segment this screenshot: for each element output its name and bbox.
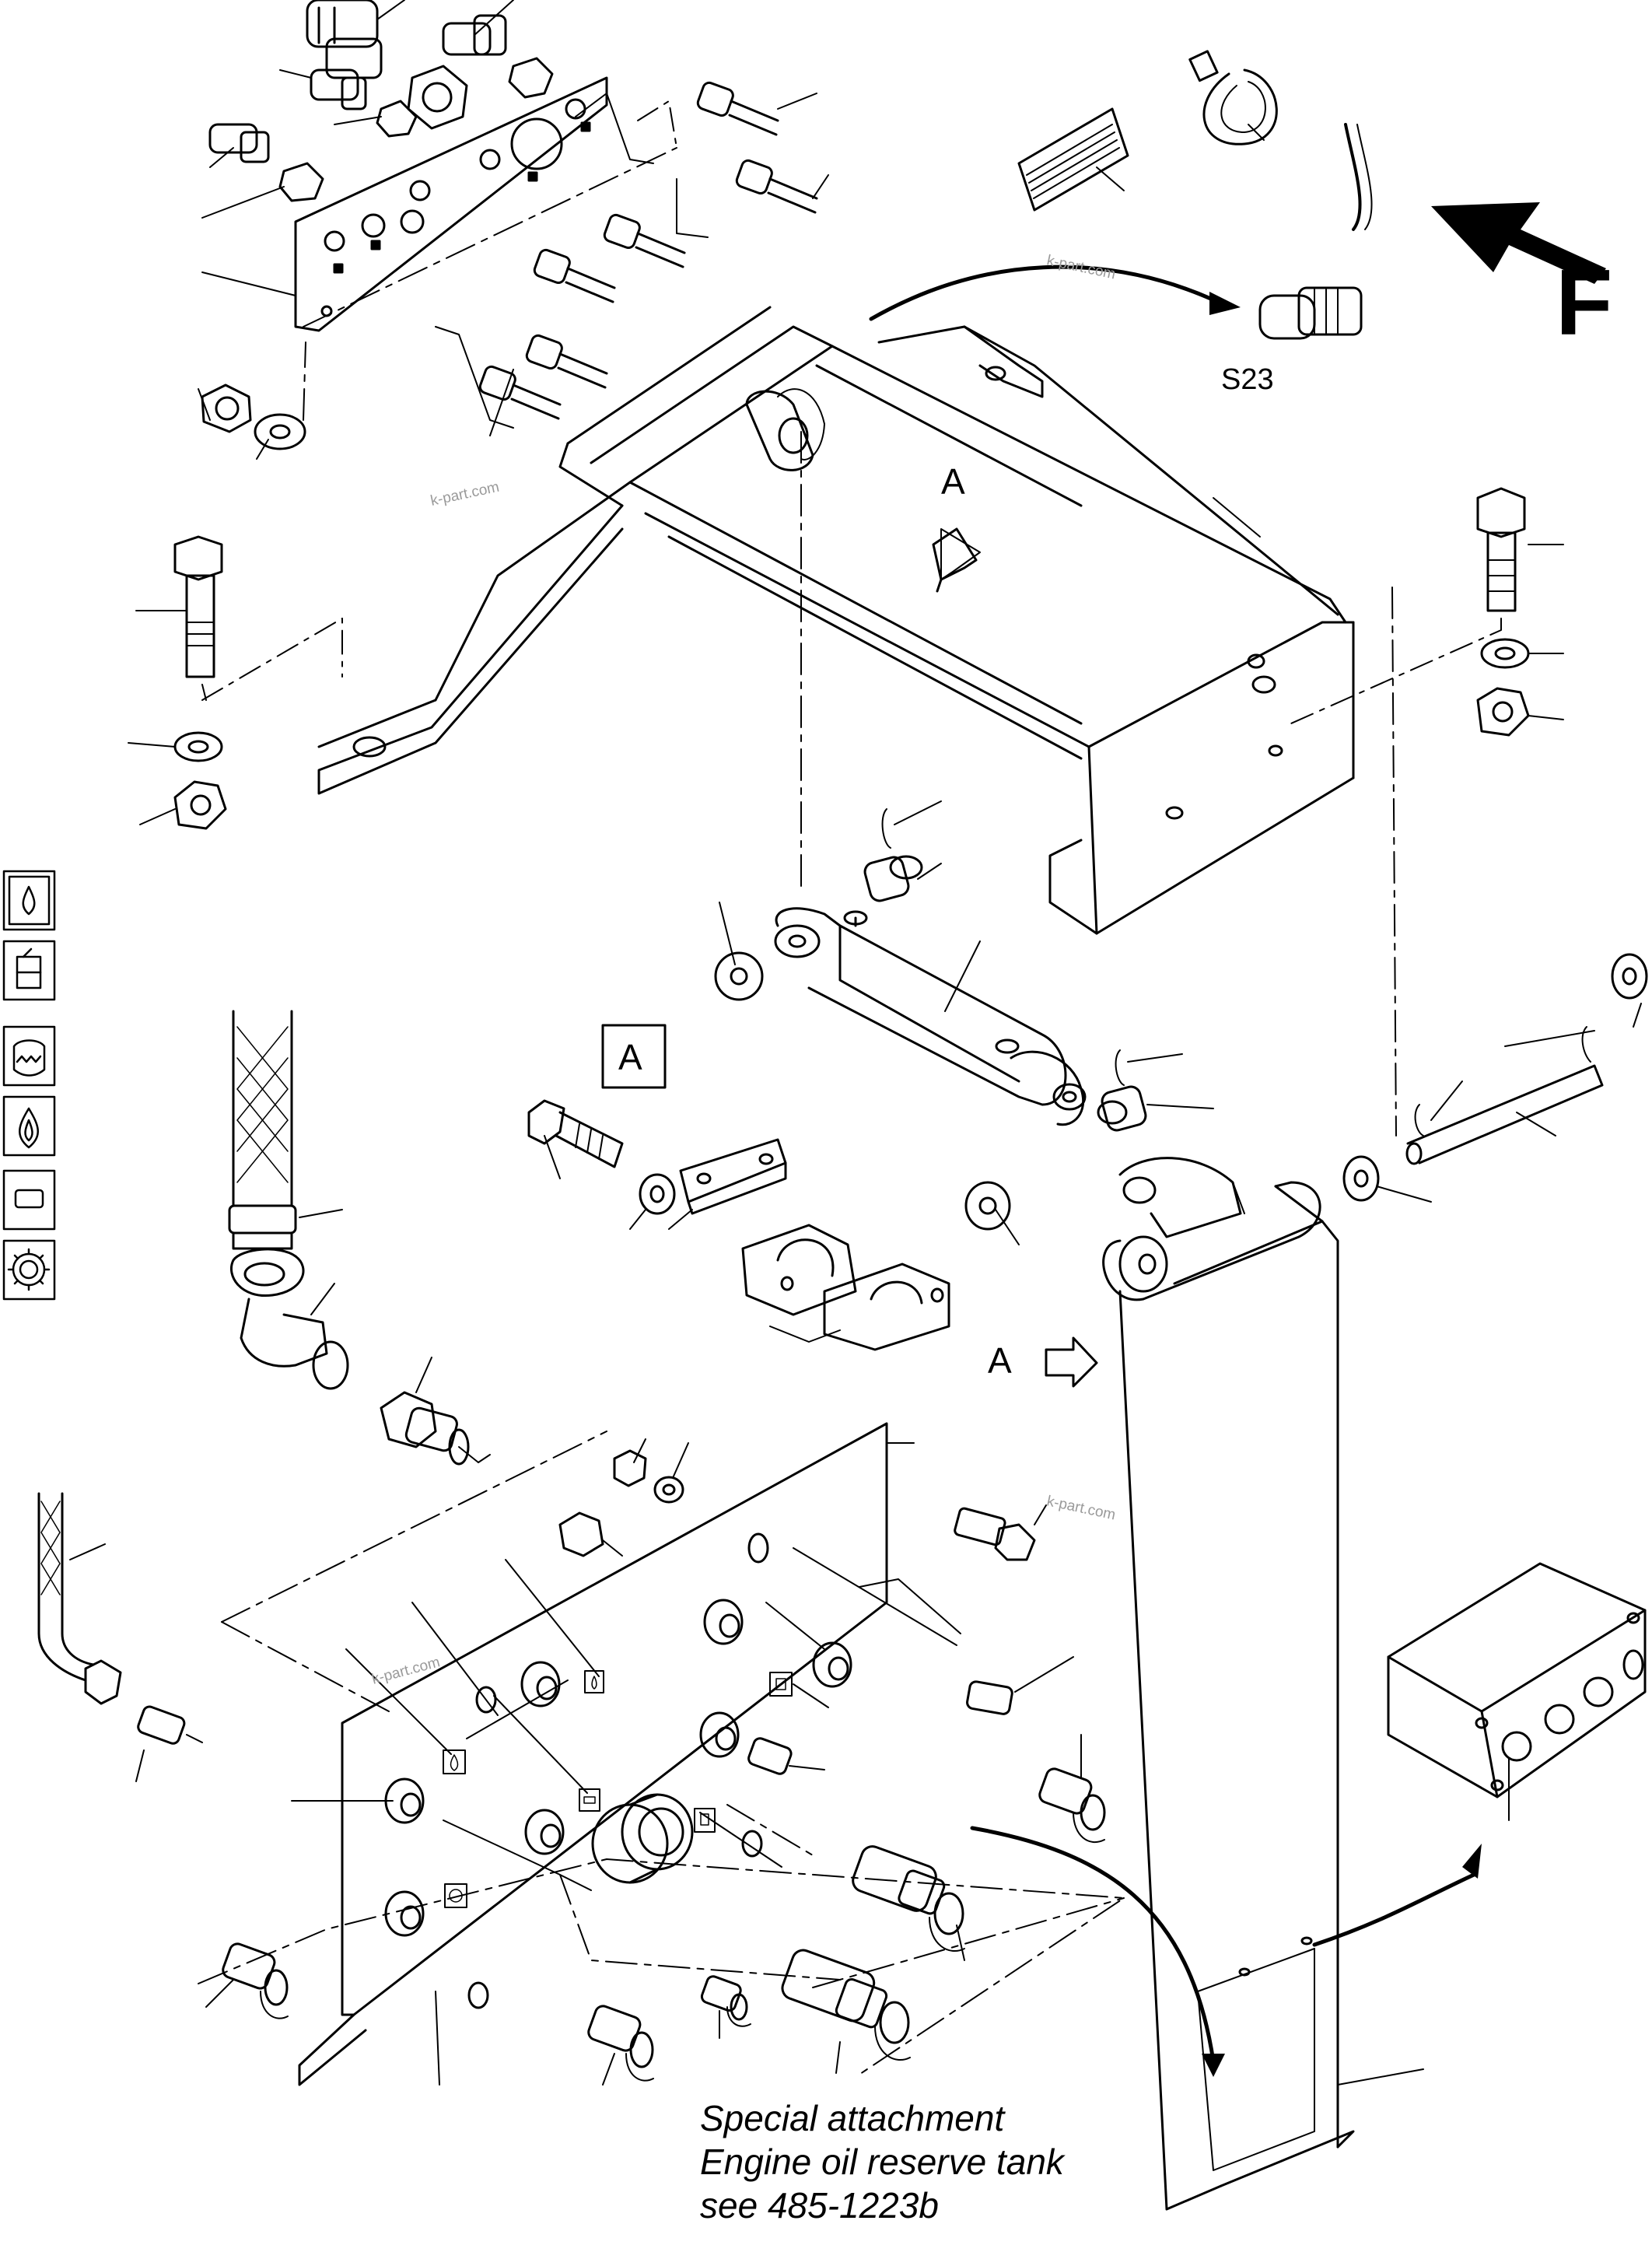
clamp-plate (668, 1138, 787, 1230)
adapter-fitting (208, 123, 270, 163)
hydraulic-cylinder (774, 907, 1087, 1126)
watermark: k-part.com (1045, 252, 1117, 282)
legend-icon-strip (2, 870, 56, 1301)
cable-tie (1188, 50, 1278, 145)
hex-bolt-right (1476, 487, 1526, 612)
adapter-fitting (310, 68, 367, 110)
lock-nut (201, 384, 252, 433)
hex-bolt-left (173, 535, 223, 678)
lock-nut (1476, 687, 1530, 737)
watermark: k-part.com (370, 1654, 442, 1688)
cap-screw (966, 1656, 1074, 1715)
watermark: k-part.com (1045, 1493, 1117, 1523)
washer (1611, 953, 1648, 1028)
hex-bolt (954, 1504, 1047, 1561)
quick-coupler-with-cap (852, 1845, 965, 1961)
hex-nut (407, 65, 468, 130)
switch-control-box (1387, 1562, 1647, 1821)
label-plate (1017, 107, 1129, 212)
fuel-can-icon (2, 940, 56, 1001)
pivot-arm: A (988, 1157, 1424, 2211)
sensor-s23: S23 (1221, 123, 1373, 396)
small-coupler (700, 1975, 751, 2039)
watermark: k-part.com (429, 479, 501, 510)
caption-line-2: Engine oil reserve tank (700, 2142, 1064, 2182)
fitting-mount-plate (294, 76, 608, 332)
view-marker-a-arm: A (988, 1340, 1012, 1381)
coolant-icon (2, 1025, 56, 1087)
washer (629, 1173, 676, 1230)
long-pivot-pin (1405, 1026, 1604, 1165)
quick-coupler-with-cap (1038, 1734, 1106, 1844)
split-clamp-block (741, 1224, 950, 1351)
hydraulic-coupling (306, 0, 383, 79)
fitting-plate-assembly (198, 0, 829, 460)
lock-nut (173, 780, 227, 830)
hose-end-fittings (478, 81, 818, 420)
caption: Special attachment Engine oil reserve ta… (700, 2096, 1244, 2227)
caption-line-1: Special attachment (700, 2098, 1005, 2138)
large-bushing (591, 1793, 694, 1884)
oil-drop-icon (2, 870, 56, 931)
quick-coupler-with-cap (205, 1942, 289, 2019)
quick-coupler-with-cap (587, 2005, 654, 2086)
caption-line-3: see 485-1223b (700, 2185, 939, 2226)
washer (964, 1181, 1020, 1245)
clamp-bolt (527, 1099, 624, 1179)
pivot-pin (1097, 1049, 1214, 1132)
nut-small (508, 57, 554, 99)
quick-coupler-with-cap (781, 1949, 911, 2074)
washer (1342, 1155, 1432, 1203)
upper-support-frame: A (317, 306, 1355, 935)
nut-small (278, 162, 324, 202)
slot-icon (2, 1169, 56, 1231)
nut-small (376, 100, 418, 138)
sensor-label: S23 (1221, 363, 1274, 396)
pivot-pin (863, 800, 942, 902)
hydraulic-hose-lower (37, 1492, 203, 1782)
main-mounting-plate (198, 1422, 1125, 2086)
hydraulic-hose-upper (228, 1010, 349, 1390)
washer (173, 731, 223, 762)
straight-adapter (380, 1357, 479, 1466)
direction-label: F (1556, 250, 1612, 355)
washer (714, 902, 764, 1001)
view-a-box: A (601, 1024, 667, 1089)
view-marker-a-top: A (941, 461, 965, 502)
view-marker-a-boxed: A (618, 1037, 642, 1077)
water-drop-icon (2, 1095, 56, 1157)
washer (1480, 638, 1530, 669)
washer (254, 413, 306, 450)
forward-direction-arrow: F (1431, 202, 1612, 355)
plug-fitting (747, 1737, 825, 1775)
gear-icon (2, 1239, 56, 1301)
